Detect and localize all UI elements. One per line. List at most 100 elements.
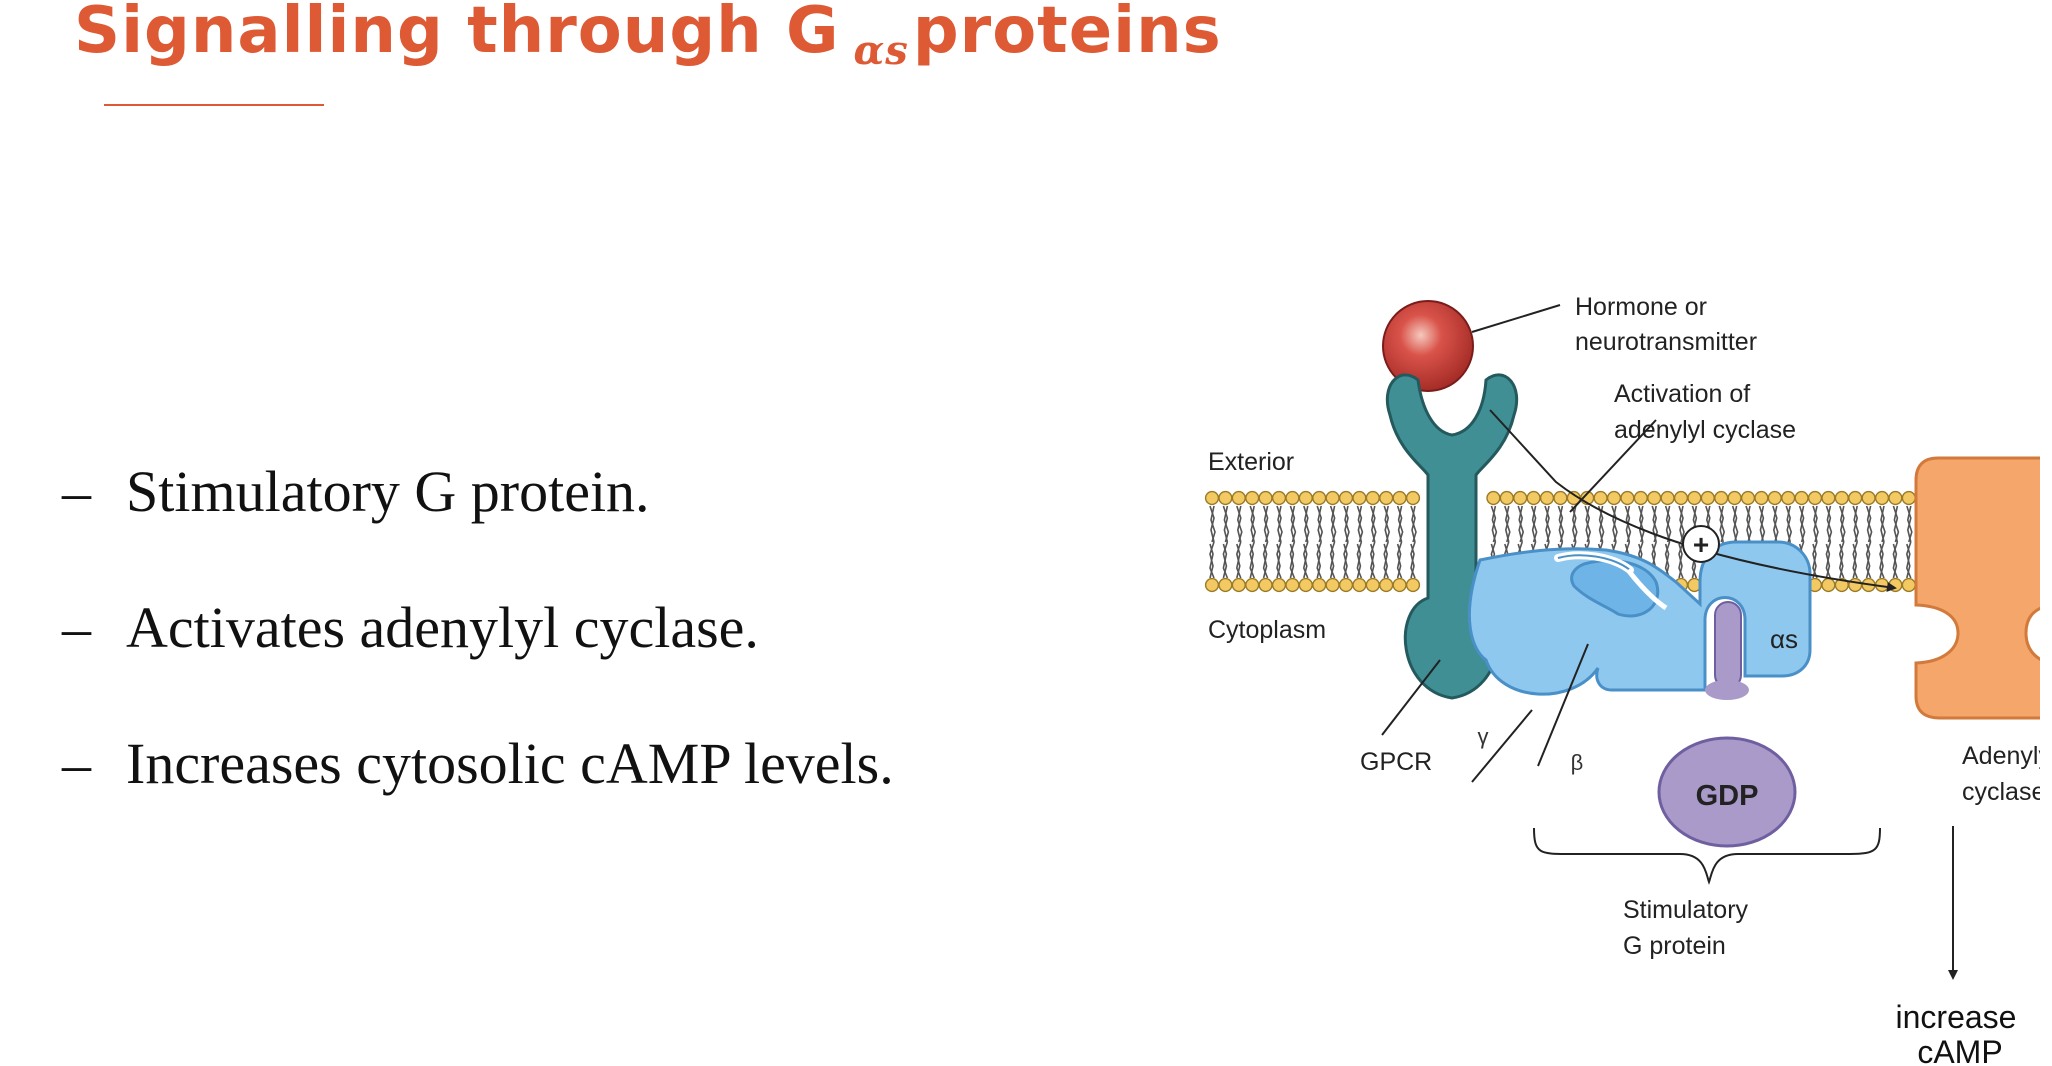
- lipid-tail: [1839, 505, 1846, 543]
- lipid-tail: [1518, 505, 1525, 543]
- lipid-head: [1767, 490, 1782, 506]
- lipid-tail: [1772, 505, 1779, 543]
- lipid-tail: [1411, 505, 1417, 543]
- lipid-tail: [1598, 505, 1605, 543]
- lipid-head: [1526, 490, 1541, 506]
- lipid-head: [1325, 577, 1340, 593]
- hormone-label-line2: neurotransmitter: [1575, 328, 1757, 356]
- lipid-tail: [1799, 505, 1806, 543]
- title-end: proteins: [912, 0, 1222, 68]
- lipid-tail: [1410, 543, 1416, 579]
- lipid-head: [1486, 490, 1501, 506]
- lipid-head: [1620, 490, 1635, 506]
- lipid-tail: [1679, 505, 1685, 543]
- lipid-tail: [1665, 505, 1672, 543]
- lipid-head: [1901, 490, 1916, 506]
- lipid-head: [1365, 577, 1380, 593]
- lipid-tail: [1612, 505, 1618, 543]
- lipid-head: [1245, 577, 1260, 593]
- bullet-dash: –: [62, 459, 91, 524]
- bullet-list: –Stimulatory G protein. – Activates adeny…: [62, 458, 894, 866]
- bullet-item: –Stimulatory G protein.: [62, 458, 894, 594]
- gdp-stalk: [1714, 601, 1742, 689]
- lipid-tail: [1222, 543, 1229, 579]
- lipid-head: [1687, 490, 1702, 506]
- lipid-tail: [1236, 505, 1243, 543]
- gprotein-diagram: GDP + γ β αs Hormone or neurotransmitter…: [1204, 293, 2040, 1066]
- lipid-head: [1365, 490, 1380, 506]
- lipid-head: [1312, 577, 1327, 593]
- lipid-head: [1352, 577, 1367, 593]
- lipid-head: [1231, 490, 1246, 506]
- exterior-label: Exterior: [1208, 448, 1294, 476]
- lipid-tail: [1759, 505, 1766, 543]
- bullet-text: Activates adenylyl cyclase.: [126, 595, 759, 660]
- lipid-head: [1271, 490, 1287, 506]
- lipid-head: [1338, 490, 1354, 506]
- plus-symbol: +: [1693, 529, 1709, 560]
- stimulatory-label-line1: Stimulatory: [1623, 896, 1749, 924]
- gpcr-leader-line: [1381, 659, 1441, 736]
- lipid-head: [1714, 490, 1729, 506]
- lipid-tail: [1303, 505, 1310, 543]
- lipid-tail: [1356, 543, 1363, 579]
- lipid-tail: [1250, 505, 1257, 543]
- lipid-head: [1553, 490, 1568, 506]
- lipid-head: [1673, 490, 1689, 506]
- gdp-molecule-cap: [1705, 680, 1749, 700]
- lipid-head: [1754, 490, 1769, 506]
- lipid-tail: [1866, 505, 1873, 543]
- lipid-head: [1258, 490, 1273, 506]
- lipid-head: [1834, 490, 1849, 506]
- lipid-tail: [1249, 543, 1255, 579]
- lipid-tail: [1571, 505, 1578, 543]
- lipid-tail: [1223, 505, 1230, 543]
- lipid-head: [1392, 577, 1407, 593]
- lipid-head: [1874, 490, 1890, 506]
- lipid-head: [1379, 577, 1394, 593]
- lipid-head: [1312, 490, 1327, 506]
- lipid-tail: [1396, 543, 1403, 579]
- lipid-tail: [1746, 505, 1752, 543]
- lipid-tail: [1732, 505, 1739, 543]
- lipid-tail: [1276, 543, 1282, 579]
- alpha-seam: [1626, 568, 1668, 611]
- adenylyl-cyclase-label-line1: Adenylyl: [1962, 742, 2040, 770]
- lipid-tail: [1330, 505, 1337, 543]
- lipid-tail: [1329, 543, 1336, 579]
- lipid-head: [1285, 577, 1300, 593]
- lipid-tail: [1638, 505, 1645, 543]
- lipid-tail: [1906, 505, 1913, 543]
- g-gamma-outline: [1557, 554, 1631, 571]
- lipid-tail: [1302, 543, 1309, 579]
- lipid-head: [1231, 577, 1246, 593]
- lipid-tail: [1545, 505, 1551, 543]
- stimulatory-label-line2: G protein: [1623, 932, 1726, 960]
- activation-label-line1: Activation of: [1614, 380, 1750, 408]
- lipid-tail: [1343, 543, 1349, 579]
- lipid-tail: [1263, 505, 1270, 543]
- hormone-leader-line: [1471, 304, 1561, 333]
- lipid-tail: [1652, 505, 1659, 543]
- bullet-dash: –: [62, 731, 91, 796]
- lipid-tail: [1826, 505, 1833, 543]
- gamma-leader-line: [1471, 709, 1533, 783]
- lipid-tail: [1880, 505, 1886, 543]
- lipid-head: [1781, 490, 1796, 506]
- lipid-tail: [1825, 543, 1832, 579]
- lipid-head: [1821, 577, 1836, 593]
- lipid-tail: [1812, 543, 1818, 579]
- lipid-tail: [1290, 505, 1297, 543]
- lipid-head: [1794, 490, 1809, 506]
- lipid-head: [1258, 577, 1273, 593]
- lipid-head: [1727, 490, 1742, 506]
- lipid-head: [1285, 490, 1300, 506]
- lipid-tail: [1813, 505, 1819, 543]
- hormone-ball: [1382, 300, 1474, 392]
- lipid-head: [1204, 490, 1220, 506]
- bullet-item: –Increases cytosolic cAMP levels.: [62, 730, 894, 866]
- lipid-head: [1499, 490, 1514, 506]
- gpcr-label: GPCR: [1360, 748, 1432, 776]
- hormone-label-line1: Hormone or: [1575, 293, 1707, 321]
- alpha-s-label: αs: [1770, 624, 1798, 654]
